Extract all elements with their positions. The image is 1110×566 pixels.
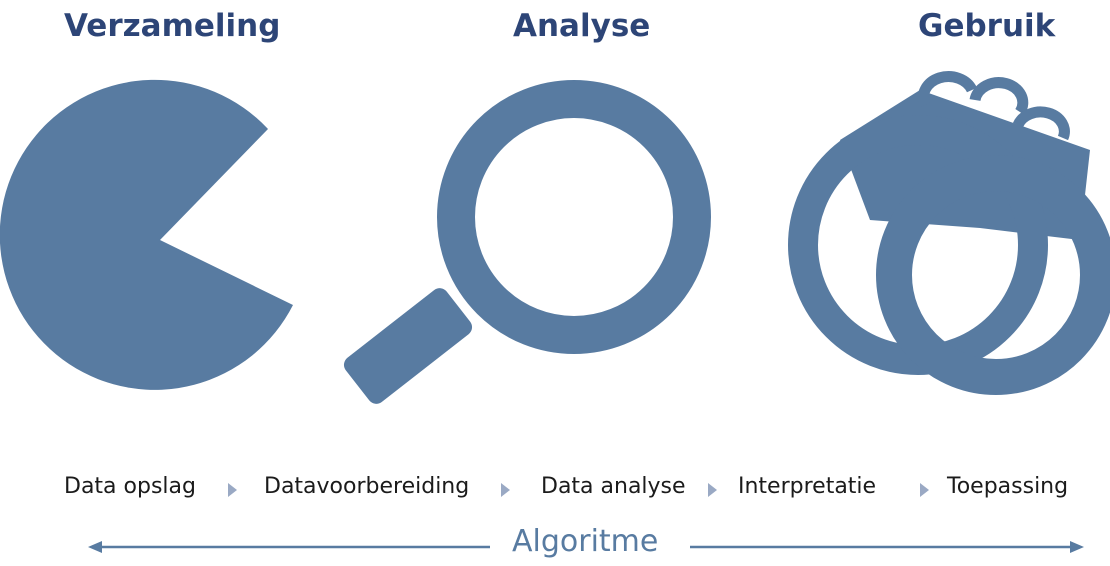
pacman-icon: [0, 79, 293, 390]
step-arrow-icon: [920, 483, 929, 497]
arrow-right-icon: [1070, 541, 1084, 553]
algorithm-arrow: [88, 541, 1084, 553]
process-step-data-opslag: Data opslag: [64, 474, 196, 499]
magnifying-glass-icon: [343, 80, 711, 404]
handcuffs-icon: [788, 71, 1110, 395]
stage-illustrations: [0, 71, 1110, 404]
step-arrow-icon: [708, 483, 717, 497]
step-arrow-icon: [228, 483, 237, 497]
arrow-left-icon: [88, 541, 102, 553]
step-arrow-icon: [501, 483, 510, 497]
process-step-data-analyse: Data analyse: [541, 474, 686, 499]
process-step-interpretatie: Interpretatie: [738, 474, 877, 499]
stage-title-verzameling: Verzameling: [64, 8, 281, 44]
stage-title-gebruik: Gebruik: [918, 8, 1056, 44]
process-step-datavoorbereiding: Datavoorbereiding: [264, 474, 470, 499]
algorithm-label: Algoritme: [512, 524, 659, 559]
stage-title-analyse: Analyse: [513, 8, 651, 44]
process-step-toepassing: Toepassing: [947, 474, 1069, 499]
